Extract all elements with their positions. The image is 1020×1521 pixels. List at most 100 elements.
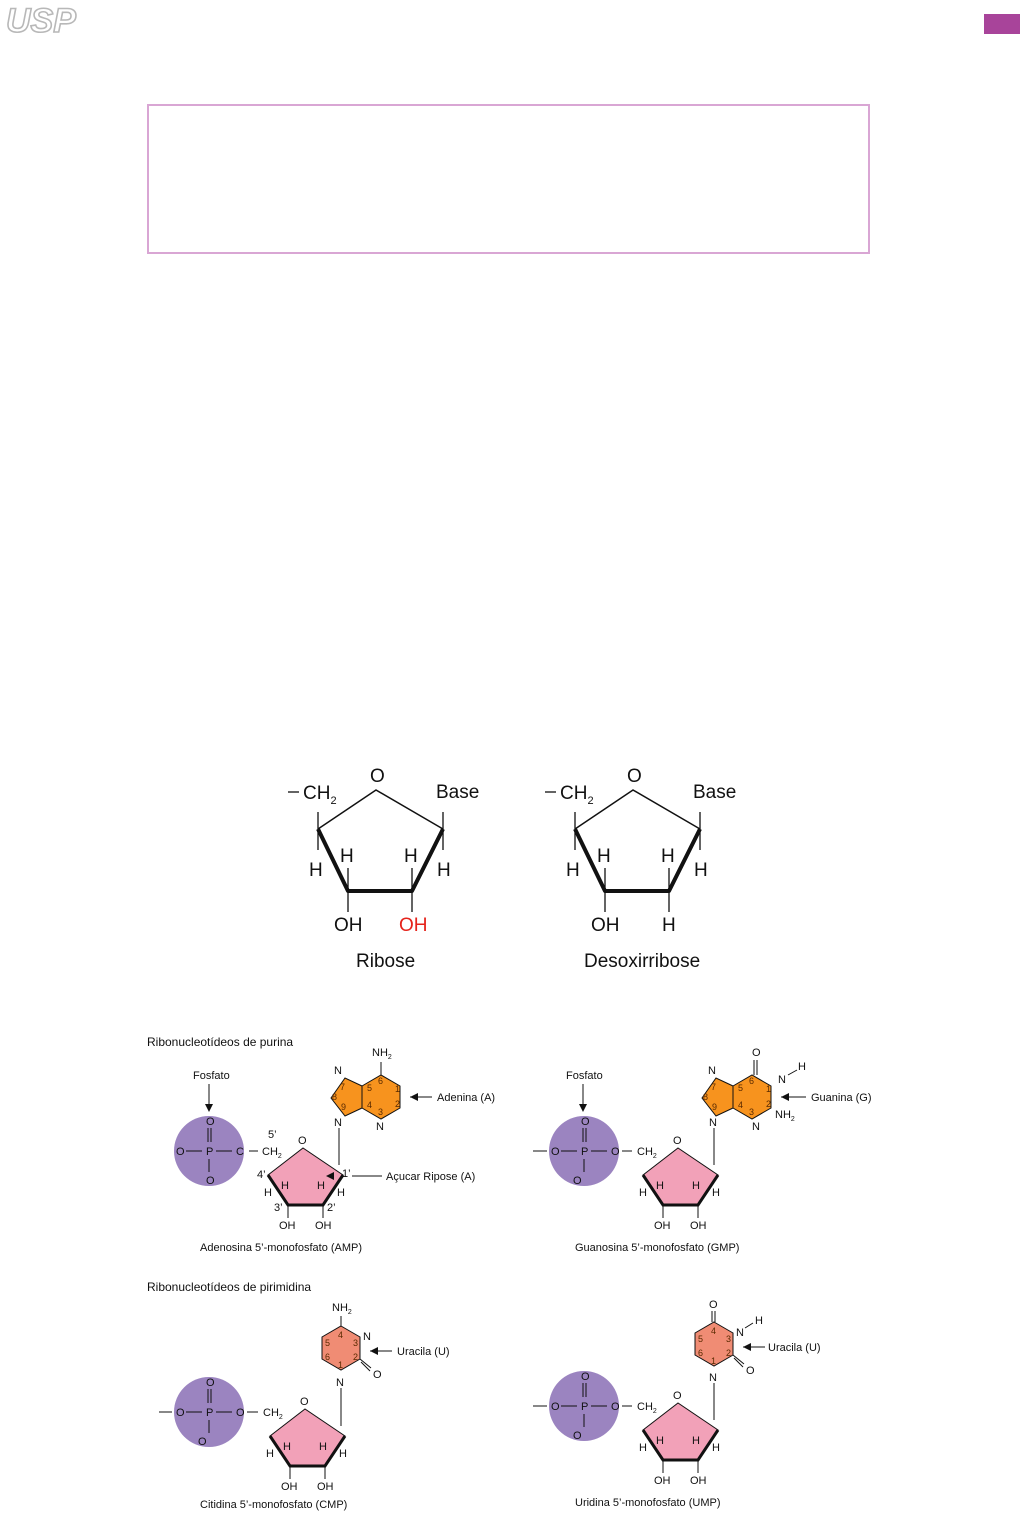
svg-text:H: H <box>692 1180 700 1192</box>
svg-text:6: 6 <box>698 1348 703 1358</box>
svg-text:O: O <box>709 1299 718 1311</box>
note-box <box>147 104 870 254</box>
svg-text:N: N <box>336 1377 344 1389</box>
svg-text:O: O <box>298 1135 307 1147</box>
svg-text:4: 4 <box>367 1100 372 1110</box>
svg-text:USP: USP <box>6 2 76 40</box>
svg-text:CH2: CH2 <box>637 1146 657 1160</box>
amp-caption: Adenosina 5’-monofosfato (AMP) <box>200 1242 362 1254</box>
svg-text:O: O <box>752 1047 761 1059</box>
svg-text:H: H <box>597 846 611 867</box>
svg-text:3’: 3’ <box>274 1202 283 1214</box>
svg-text:OH: OH <box>279 1220 296 1232</box>
svg-text:O: O <box>206 1377 215 1389</box>
svg-text:1: 1 <box>766 1084 771 1094</box>
svg-text:H: H <box>712 1442 720 1454</box>
svg-text:OH: OH <box>281 1481 298 1493</box>
svg-text:O: O <box>627 766 642 787</box>
svg-text:4’: 4’ <box>257 1169 266 1181</box>
svg-text:P: P <box>206 1407 213 1419</box>
svg-text:H: H <box>662 915 676 936</box>
svg-text:H: H <box>656 1435 664 1447</box>
phosphate-circle <box>174 1116 244 1186</box>
svg-text:N: N <box>334 1117 342 1129</box>
svg-text:O: O <box>611 1401 620 1413</box>
svg-text:N: N <box>334 1065 342 1077</box>
ribose-oh-2-highlight: OH <box>399 915 428 936</box>
svg-text:9: 9 <box>712 1102 717 1112</box>
ribose-oh-3: OH <box>334 915 363 936</box>
svg-text:H: H <box>694 860 708 881</box>
svg-text:O: O <box>176 1146 185 1158</box>
svg-text:H: H <box>639 1442 647 1454</box>
svg-text:H: H <box>755 1315 763 1327</box>
svg-text:H: H <box>339 1448 347 1460</box>
svg-text:P: P <box>581 1146 588 1158</box>
svg-text:N: N <box>778 1074 786 1086</box>
svg-text:O: O <box>198 1436 207 1448</box>
svg-text:5: 5 <box>325 1338 330 1348</box>
svg-text:H: H <box>656 1180 664 1192</box>
svg-text:1: 1 <box>395 1084 400 1094</box>
svg-text:4: 4 <box>711 1326 716 1336</box>
svg-text:NH2: NH2 <box>775 1109 795 1123</box>
svg-text:Uracila (U): Uracila (U) <box>397 1346 450 1358</box>
svg-text:5’: 5’ <box>268 1129 277 1141</box>
svg-text:Fosfato: Fosfato <box>193 1070 230 1082</box>
svg-text:N: N <box>752 1121 760 1133</box>
svg-text:O: O <box>573 1430 582 1442</box>
svg-text:1’: 1’ <box>342 1168 351 1180</box>
svg-text:N: N <box>376 1121 384 1133</box>
svg-text:2’: 2’ <box>327 1202 336 1214</box>
svg-text:O: O <box>581 1116 590 1128</box>
gmp-caption: Guanosina 5’-monofosfato (GMP) <box>575 1242 739 1254</box>
svg-text:H: H <box>566 860 580 881</box>
svg-text:O: O <box>236 1407 245 1419</box>
svg-text:5: 5 <box>698 1334 703 1344</box>
svg-text:NH2: NH2 <box>372 1047 392 1061</box>
svg-text:Açucar Ripose (A): Açucar Ripose (A) <box>386 1171 475 1183</box>
svg-text:OH: OH <box>315 1220 332 1232</box>
svg-text:OH: OH <box>690 1475 707 1487</box>
deoxyribose-structure: O CH2 Base H H H H OH H Desoxirribose <box>545 766 736 972</box>
svg-text:2: 2 <box>766 1099 771 1109</box>
svg-text:3: 3 <box>726 1334 731 1344</box>
svg-text:3: 3 <box>749 1107 754 1117</box>
svg-text:8: 8 <box>703 1092 708 1102</box>
gmp-structure: Fosfato O P O O O CH2 O H H H H OH OH N … <box>533 1047 872 1254</box>
svg-text:CH2: CH2 <box>263 1407 283 1421</box>
svg-text:H: H <box>283 1441 291 1453</box>
svg-text:8: 8 <box>332 1092 337 1102</box>
svg-text:6: 6 <box>325 1352 330 1362</box>
svg-text:5: 5 <box>367 1083 372 1093</box>
cmp-structure: O P O O O CH2 O H H H H OH OH N 432 165 … <box>159 1302 450 1511</box>
svg-text:H: H <box>798 1061 806 1073</box>
pyrimidine-header: Ribonucleotídeos de pirimidina <box>147 1280 311 1294</box>
ump-caption: Uridina 5’-monofosfato (UMP) <box>575 1497 721 1509</box>
svg-text:Base: Base <box>693 782 736 803</box>
svg-text:N: N <box>363 1331 371 1343</box>
svg-text:OH: OH <box>654 1220 671 1232</box>
svg-text:OH: OH <box>690 1220 707 1232</box>
svg-text:Guanina (G): Guanina (G) <box>811 1092 872 1104</box>
ump-structure: O P O O O CH2 O H H H H OH OH N 432 165 … <box>533 1299 821 1509</box>
ribose-caption: Ribose <box>356 951 415 972</box>
svg-text:O: O <box>611 1146 620 1158</box>
svg-text:5: 5 <box>738 1083 743 1093</box>
chapter-tab[interactable] <box>984 14 1020 34</box>
svg-text:CH2: CH2 <box>262 1146 282 1160</box>
svg-text:H: H <box>692 1435 700 1447</box>
svg-text:6: 6 <box>749 1076 754 1086</box>
svg-text:H: H <box>319 1441 327 1453</box>
purine-header: Ribonucleotídeos de purina <box>147 1035 293 1049</box>
ribose-ch2: CH2 <box>303 783 337 807</box>
svg-text:O: O <box>300 1396 309 1408</box>
svg-text:N: N <box>736 1327 744 1339</box>
svg-text:H: H <box>317 1180 325 1192</box>
svg-text:C: C <box>236 1146 244 1158</box>
svg-text:O: O <box>573 1175 582 1187</box>
svg-text:3: 3 <box>378 1107 383 1117</box>
cmp-caption: Citidina 5’-monofosfato (CMP) <box>200 1499 347 1511</box>
svg-text:H: H <box>661 846 675 867</box>
